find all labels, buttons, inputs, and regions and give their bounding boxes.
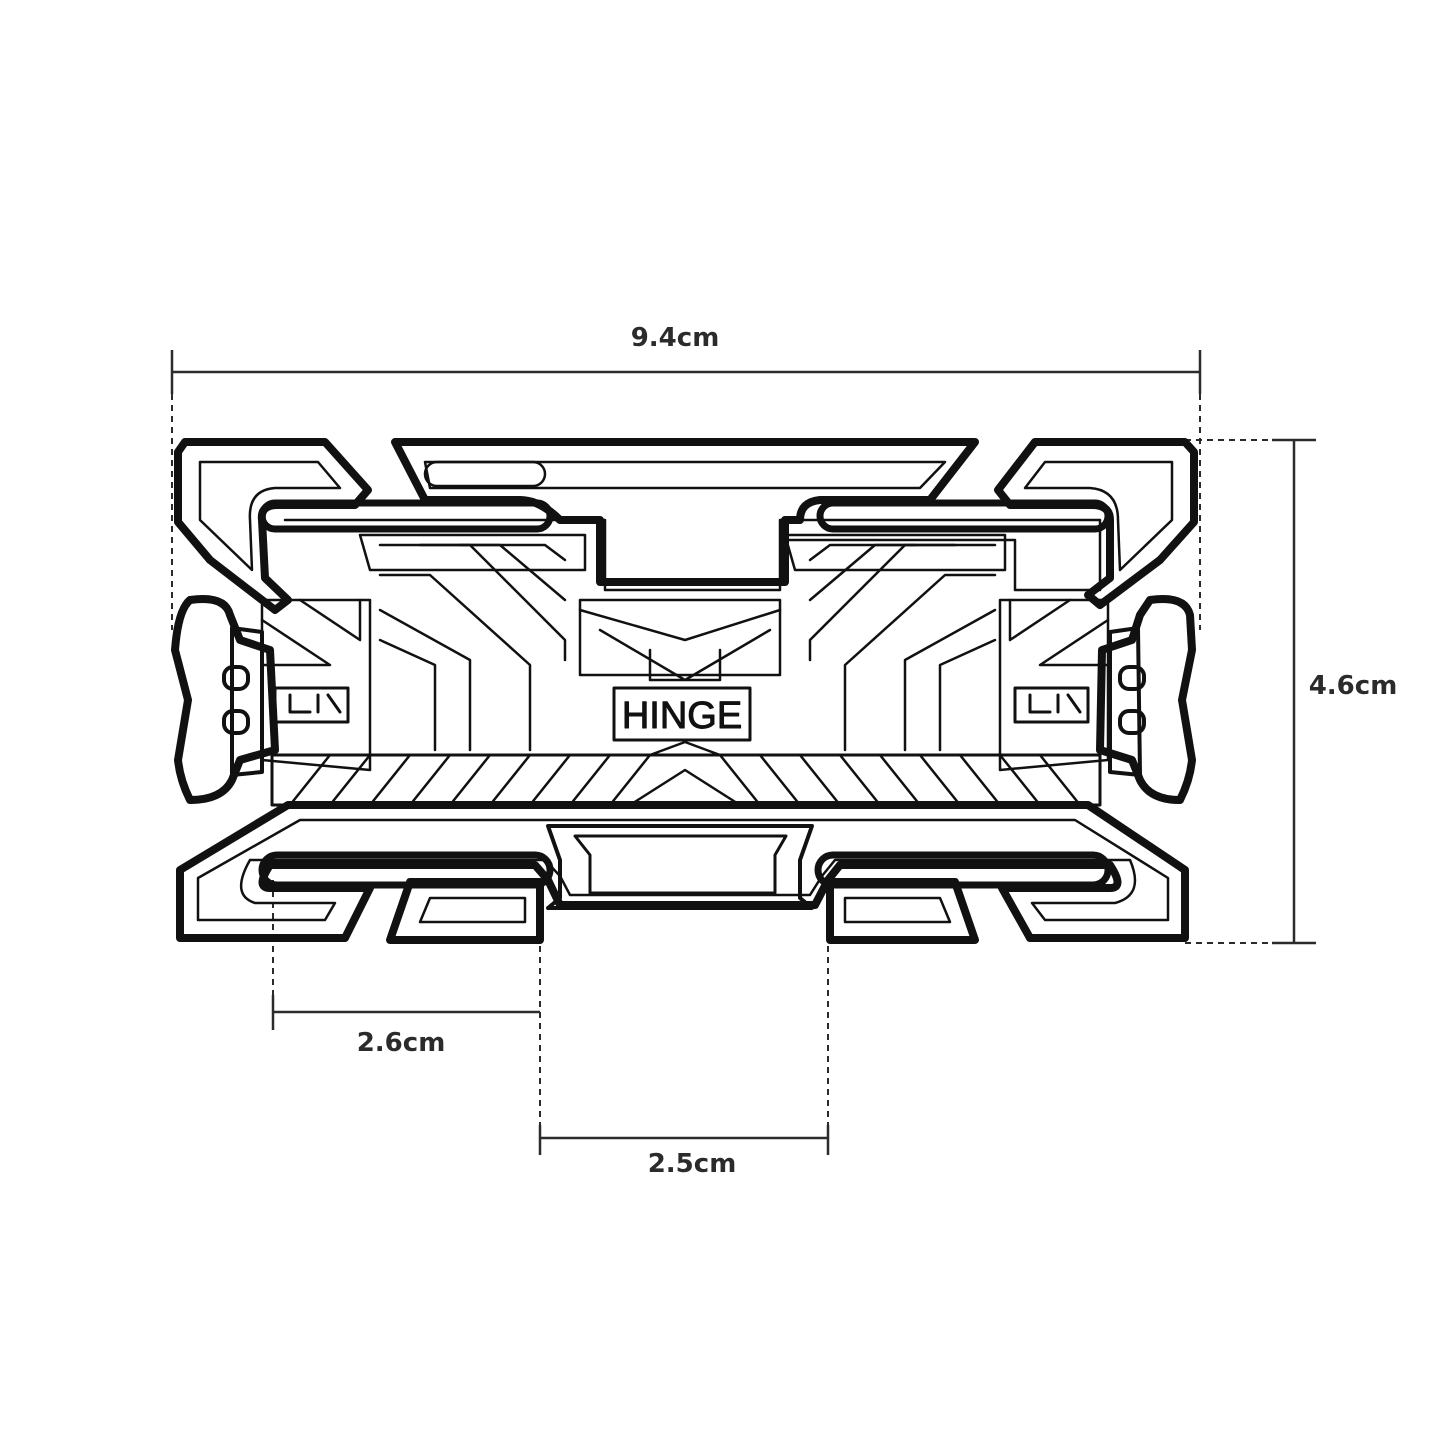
bottom-frame <box>176 801 1189 942</box>
left-knob <box>171 595 279 804</box>
right-stamp <box>1013 686 1090 724</box>
slot-center-dimension <box>538 880 830 1155</box>
right-knob-hole-1 <box>1118 665 1146 691</box>
bottom-left-notch <box>386 878 544 944</box>
right-knob-hole-2 <box>1118 709 1146 735</box>
top-right-bracket <box>994 438 1198 609</box>
upper-left-chevrons <box>378 543 567 752</box>
hinge-label-box <box>612 686 752 742</box>
bottom-center-window <box>546 824 814 910</box>
upper-right-chevrons <box>808 543 997 752</box>
hinge-label: HINGE <box>622 695 742 737</box>
height-dimension <box>1185 438 1316 945</box>
width-dimension <box>170 350 1202 630</box>
lower-hatch-lines <box>288 740 1082 807</box>
slot-center-label: 2.5cm <box>648 1149 737 1179</box>
slot-top-right <box>816 499 1112 533</box>
height-label: 4.6cm <box>1309 671 1398 701</box>
right-knob <box>1096 595 1196 804</box>
slot-top-center <box>423 460 547 488</box>
lower-hatch-band <box>270 753 1102 807</box>
left-stamp <box>273 686 350 724</box>
width-label: 9.4cm <box>631 323 720 353</box>
left-knob-hole-1 <box>222 665 250 691</box>
slot-bottom-right <box>814 851 1112 889</box>
center-v <box>578 598 782 677</box>
top-center-band <box>391 438 979 586</box>
hinge-part: HINGE <box>171 438 1198 944</box>
slot-left-label: 2.6cm <box>357 1028 446 1058</box>
bottom-right-notch <box>826 878 979 944</box>
left-knob-hole-2 <box>222 709 250 735</box>
